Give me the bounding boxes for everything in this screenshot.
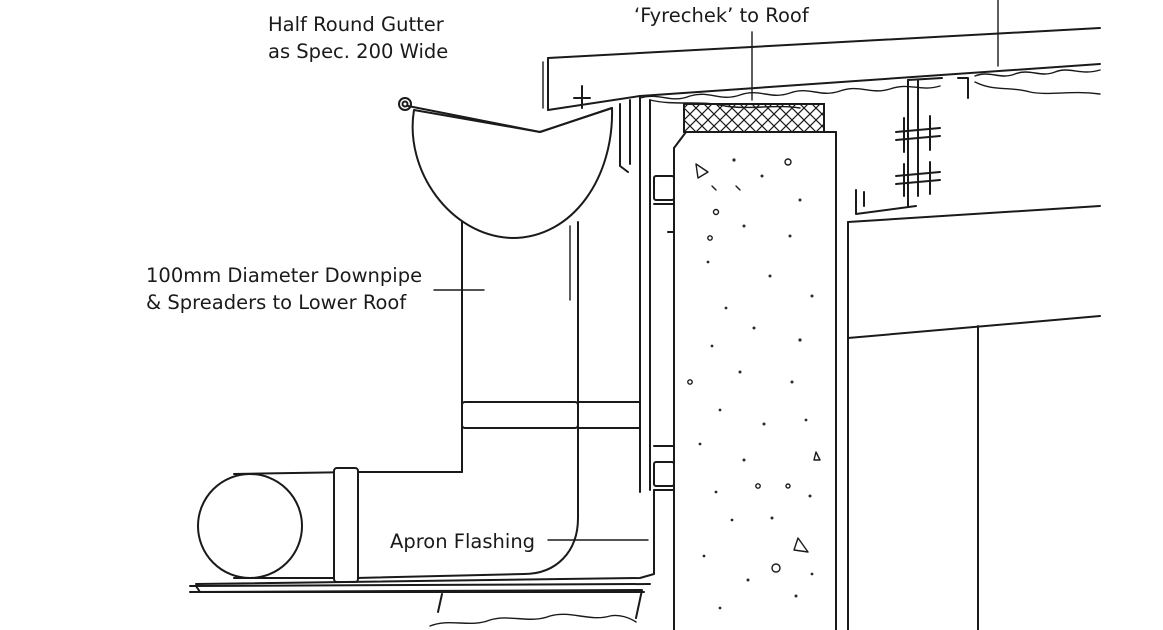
steel-purlin (855, 77, 969, 215)
roof-insulation-layer (639, 69, 1101, 109)
building-structure-right (847, 205, 1101, 630)
wall-bracket-upper (653, 175, 675, 233)
upper-roof-sheet (542, 27, 1101, 111)
fascia-upstand (619, 95, 651, 493)
gutter-label-line2: as Spec. 200 Wide (268, 40, 448, 63)
fyrechek-label: ‘Fyrechek’ to Roof (634, 4, 810, 27)
leader-lines (433, 0, 999, 541)
lower-roof-edge (189, 589, 643, 627)
downpipe (197, 221, 641, 583)
concrete-parapet-wall (673, 131, 837, 630)
downpipe-label-line2: & Spreaders to Lower Roof (146, 291, 407, 314)
gutter-label-line1: Half Round Gutter (268, 13, 445, 36)
apron-flashing-label: Apron Flashing (390, 530, 535, 553)
concrete-aggregate-texture (687, 158, 821, 610)
half-round-gutter (398, 97, 614, 239)
roof-fixing-screw (573, 85, 591, 109)
fyrechek-capping (683, 103, 825, 133)
downpipe-label-line1: 100mm Diameter Downpipe (146, 264, 422, 287)
wall-bracket-lower (653, 445, 675, 505)
